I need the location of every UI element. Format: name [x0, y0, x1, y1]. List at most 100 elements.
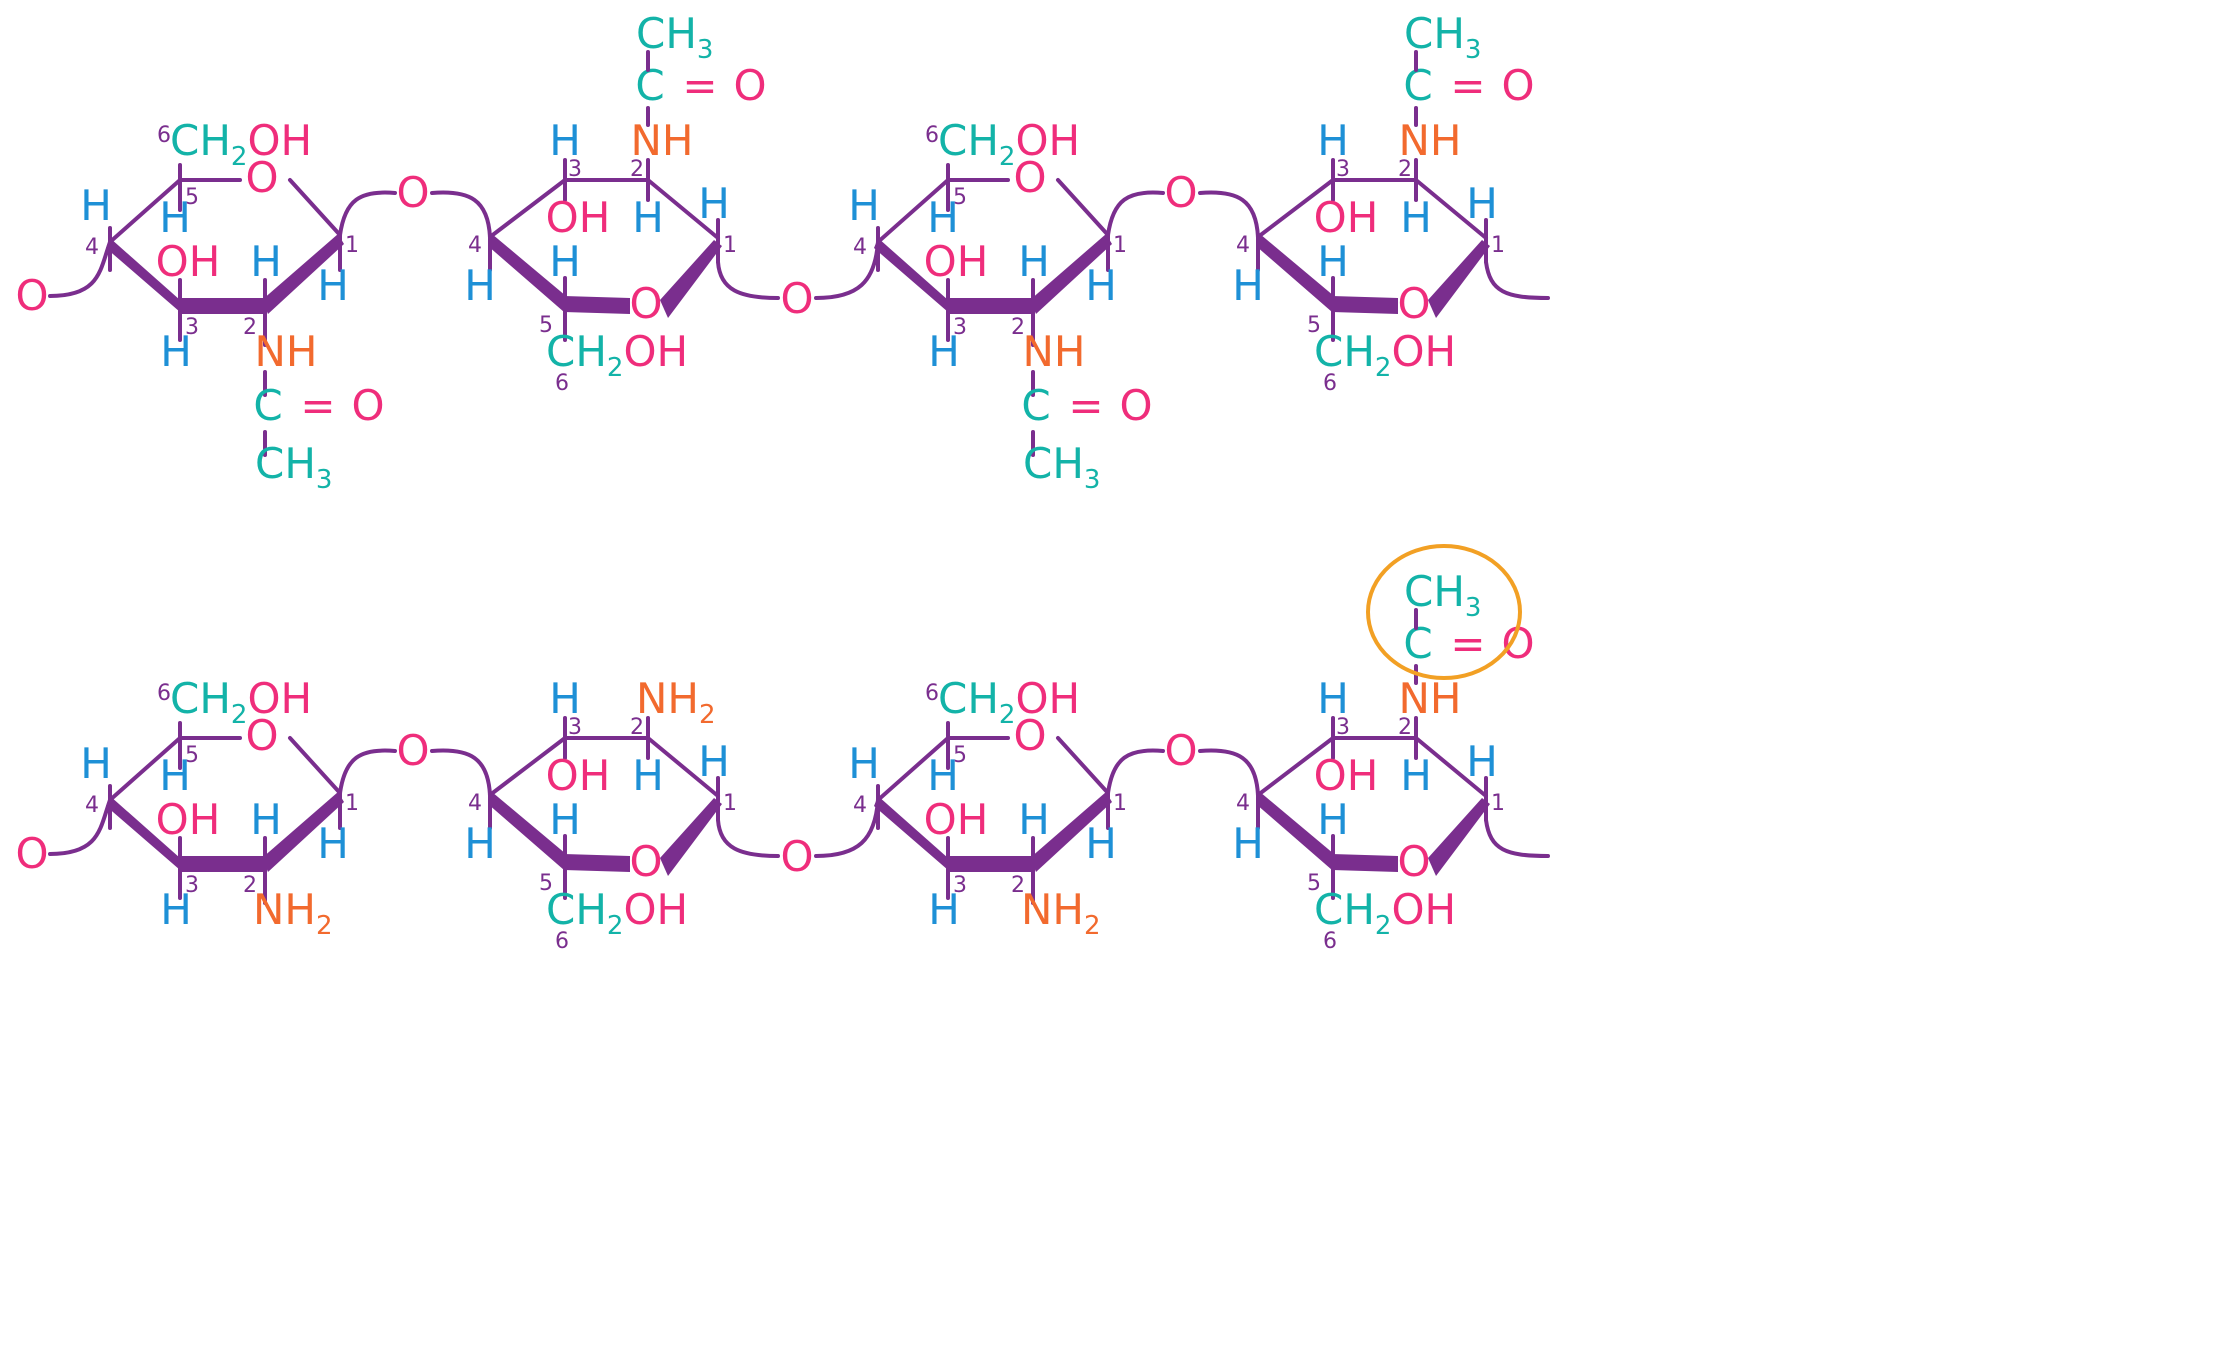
hydroxyl-label: OH: [156, 795, 221, 844]
bond-line: [288, 178, 342, 237]
wedge-bond: [1332, 854, 1398, 872]
carbon-number: 5: [1307, 313, 1321, 338]
hydrogen-label: H: [549, 795, 581, 844]
carbon-number: 6: [1323, 929, 1337, 954]
carbon-number: 3: [568, 715, 582, 740]
carbon-number: 6: [925, 681, 939, 706]
methyl-group: CH3: [1023, 439, 1100, 495]
hydrogen-label: H: [549, 116, 581, 165]
glycosidic-bond: [430, 748, 492, 797]
hydrogen-label: H: [80, 181, 112, 230]
carbon-number: 1: [723, 791, 737, 816]
carbon-number: 6: [157, 123, 171, 148]
double-bond-sign: =: [682, 61, 717, 110]
bond-line: [646, 736, 720, 798]
wedge-bond: [874, 796, 948, 870]
wedge-bond: [488, 234, 566, 312]
carbon-number: 6: [555, 929, 569, 954]
hydrogen-label: H: [698, 179, 730, 228]
carbon-number: 3: [953, 315, 967, 340]
hydrogen-label: H: [927, 193, 959, 242]
bond-line: [646, 178, 720, 240]
carbonyl-carbon: C: [1021, 381, 1050, 430]
wedge-bond: [1030, 792, 1112, 872]
methyl-group: CH3: [1404, 9, 1481, 65]
bond-line: [488, 178, 567, 239]
ring-oxygen: O: [629, 837, 662, 886]
ring-oxygen: O: [245, 711, 278, 760]
hydrogen-label: H: [1466, 179, 1498, 228]
hydrogen-label: H: [927, 751, 959, 800]
carbon-number: 6: [157, 681, 171, 706]
glycosidic-bond: [814, 798, 880, 858]
wedge-bond: [262, 234, 344, 314]
glycosidic-bond: [716, 260, 780, 300]
double-bond-sign: =: [300, 381, 335, 430]
hydrogen-label: H: [632, 193, 664, 242]
glycosidic-bond: [338, 748, 397, 795]
double-bond-sign: =: [1068, 381, 1103, 430]
hydroxyl-label: OH: [924, 795, 989, 844]
ch2oh-group: CH2OH: [546, 327, 688, 383]
hydrogen-label: H: [80, 739, 112, 788]
carbonyl-carbon: C: [253, 381, 282, 430]
hydrogen-label: H: [1232, 261, 1264, 310]
hydrogen-label: H: [1466, 737, 1498, 786]
double-bond-sign: =: [1450, 61, 1485, 110]
carbon-number: 3: [185, 315, 199, 340]
wedge-bond: [1428, 240, 1490, 318]
ch2oh-group: CH2OH: [1314, 327, 1456, 383]
glycosidic-bond: [338, 190, 397, 237]
wedge-bond: [1428, 798, 1490, 876]
carbon-number: 3: [1336, 157, 1350, 182]
hydroxyl-label: OH: [1314, 193, 1379, 242]
glycosidic-bond: [814, 240, 880, 300]
hydrogen-label: H: [250, 795, 282, 844]
wedge-bond: [564, 296, 630, 314]
terminal-oxygen: O: [15, 271, 48, 320]
hydroxyl-label: OH: [546, 751, 611, 800]
wedge-bond: [874, 238, 948, 312]
carbon-number: 2: [1011, 873, 1025, 898]
carbon-number: 5: [539, 871, 553, 896]
carbon-number: 1: [345, 233, 359, 258]
hydrogen-label: H: [549, 237, 581, 286]
hydrogen-label: H: [928, 885, 960, 934]
carbon-number: 1: [1491, 791, 1505, 816]
ch2oh-group: CH2OH: [170, 674, 312, 730]
hydrogen-label: H: [698, 737, 730, 786]
double-bond-sign: =: [1450, 619, 1485, 668]
carbon-number: 5: [953, 185, 967, 210]
carbon-number: 3: [185, 873, 199, 898]
hydrogen-label: H: [549, 674, 581, 723]
carbon-number: 4: [1236, 791, 1250, 816]
carbon-number: 2: [243, 315, 257, 340]
hydrogen-label: H: [1085, 261, 1117, 310]
glycosidic-bond: [48, 240, 112, 298]
amino-group: NH2: [1021, 885, 1101, 941]
carbon-number: 4: [1236, 233, 1250, 258]
acetamido-nh: NH: [1399, 116, 1462, 165]
bond-line: [1256, 178, 1335, 239]
wedge-bond: [948, 856, 1033, 872]
bond-line: [1414, 178, 1488, 240]
glycosidic-oxygen: O: [780, 832, 813, 881]
ring-oxygen: O: [245, 153, 278, 202]
glycosidic-oxygen: O: [396, 168, 429, 217]
wedge-bond: [948, 298, 1033, 314]
carbon-number: 1: [723, 233, 737, 258]
ring-oxygen: O: [1397, 279, 1430, 328]
ring-oxygen: O: [1013, 153, 1046, 202]
acetamido-nh: NH: [1399, 674, 1462, 723]
carbon-number: 5: [539, 313, 553, 338]
hydroxyl-label: OH: [156, 237, 221, 286]
carbon-number: 2: [630, 157, 644, 182]
carbon-number: 5: [185, 743, 199, 768]
glycosidic-bond: [48, 798, 112, 856]
hydrogen-label: H: [1317, 237, 1349, 286]
hydrogen-label: H: [317, 261, 349, 310]
